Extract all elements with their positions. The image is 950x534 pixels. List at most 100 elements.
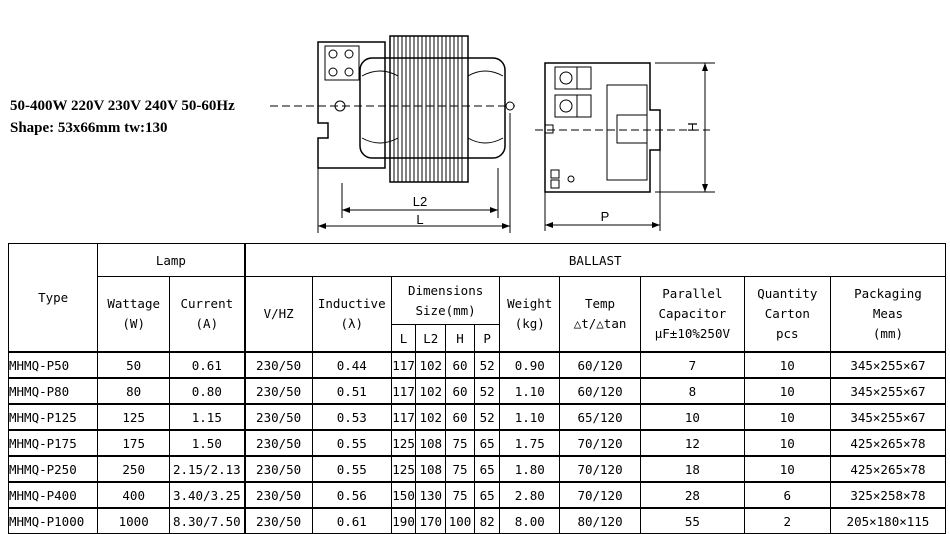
cell-type: MHMQ-P400 xyxy=(7,481,99,509)
cell-temp: 80/120 xyxy=(558,507,642,534)
cell-vhz: 230/50 xyxy=(243,429,313,457)
cell-temp: 60/120 xyxy=(558,377,642,405)
cell-packaging: 345×255×67 xyxy=(829,403,947,431)
cell-packaging: 425×265×78 xyxy=(829,429,947,457)
cell-l: 117 xyxy=(390,351,417,379)
cell-temp: 60/120 xyxy=(558,351,642,379)
cell-type: MHMQ-P80 xyxy=(7,377,99,405)
cell-h: 60 xyxy=(445,351,475,379)
cell-capacitor: 28 xyxy=(640,481,745,509)
cell-p: 82 xyxy=(473,507,501,534)
cell-wattage: 50 xyxy=(97,351,171,379)
cell-h: 75 xyxy=(445,429,475,457)
cell-vhz: 230/50 xyxy=(243,403,313,431)
dimension-p-label: P xyxy=(601,209,610,224)
cell-capacitor: 10 xyxy=(640,403,745,431)
cell-l: 117 xyxy=(390,377,417,405)
cell-l2: 102 xyxy=(415,351,447,379)
cell-l2: 102 xyxy=(415,377,447,405)
lamination-stack xyxy=(389,35,469,183)
cell-type: MHMQ-P50 xyxy=(7,351,99,379)
cell-l2: 108 xyxy=(415,455,447,483)
cell-temp: 70/120 xyxy=(558,481,642,509)
cell-l2: 170 xyxy=(415,507,447,534)
cell-h: 100 xyxy=(445,507,475,534)
cell-weight: 2.80 xyxy=(499,481,560,509)
cell-l2: 108 xyxy=(415,429,447,457)
cell-l2: 130 xyxy=(415,481,447,509)
cell-vhz: 230/50 xyxy=(243,507,313,534)
cell-l: 190 xyxy=(390,507,417,534)
cell-temp: 70/120 xyxy=(558,455,642,483)
header-row-columns: Wattage(W) Current(A) V/HZ Inductive(λ) … xyxy=(9,276,947,353)
cell-weight: 1.80 xyxy=(499,455,560,483)
dimension-h-label: H xyxy=(685,122,700,131)
cell-vhz: 230/50 xyxy=(243,351,313,379)
cell-h: 60 xyxy=(445,403,475,431)
cell-p: 65 xyxy=(473,429,501,457)
group-lamp-header: Lamp xyxy=(97,243,246,277)
cell-temp: 70/120 xyxy=(558,429,642,457)
col-vhz-header: V/HZ xyxy=(243,276,313,353)
cell-temp: 65/120 xyxy=(558,403,642,431)
ballast-spec-table: Type Lamp BALLAST Wattage(W) Current(A) … xyxy=(7,243,947,534)
cell-l2: 102 xyxy=(415,403,447,431)
col-dim-l2-header: L2 xyxy=(415,324,447,353)
cell-packaging: 205×180×115 xyxy=(829,507,947,534)
cell-p: 52 xyxy=(473,377,501,405)
cell-type: MHMQ-P250 xyxy=(7,455,99,483)
dimension-l-label: L xyxy=(416,212,423,227)
cell-quantity: 10 xyxy=(743,377,831,405)
cell-wattage: 400 xyxy=(97,481,171,509)
cell-packaging: 345×255×67 xyxy=(829,377,947,405)
cell-current: 0.61 xyxy=(169,351,246,379)
col-dim-p-header: P xyxy=(473,324,501,353)
cell-type: MHMQ-P175 xyxy=(7,429,99,457)
cell-capacitor: 7 xyxy=(640,351,745,379)
cell-weight: 1.10 xyxy=(499,403,560,431)
cell-inductive: 0.55 xyxy=(311,455,392,483)
cell-vhz: 230/50 xyxy=(243,481,313,509)
cell-wattage: 125 xyxy=(97,403,171,431)
cell-quantity: 2 xyxy=(743,507,831,534)
cell-l: 117 xyxy=(390,403,417,431)
cell-wattage: 80 xyxy=(97,377,171,405)
cell-packaging: 345×255×67 xyxy=(829,351,947,379)
cell-vhz: 230/50 xyxy=(243,377,313,405)
cell-quantity: 10 xyxy=(743,455,831,483)
col-type-header: Type xyxy=(7,243,99,353)
terminal-1 xyxy=(554,66,578,90)
spec-line-voltage: 50-400W 220V 230V 240V 50-60Hz xyxy=(10,98,235,114)
header-row-dimension-sub: L L2 H P xyxy=(9,324,946,353)
cell-type: MHMQ-P1000 xyxy=(7,507,99,534)
cell-h: 75 xyxy=(445,455,475,483)
col-weight-header: Weight(kg) xyxy=(499,276,560,353)
ballast-side-view-drawing: H P xyxy=(535,62,715,231)
cell-weight: 0.90 xyxy=(499,351,560,379)
col-dim-h-header: H xyxy=(445,324,475,353)
cell-capacitor: 18 xyxy=(640,455,745,483)
col-dim-l-header: L xyxy=(390,324,417,353)
cell-current: 1.50 xyxy=(169,429,246,457)
cell-h: 75 xyxy=(445,481,475,509)
spec-line-shape: Shape: 53x66mm tw:130 xyxy=(10,120,168,136)
cell-packaging: 425×265×78 xyxy=(829,455,947,483)
cell-p: 65 xyxy=(473,455,501,483)
cell-l: 125 xyxy=(390,429,417,457)
header-row-groups: Type Lamp BALLAST xyxy=(7,243,946,353)
cell-l: 125 xyxy=(390,455,417,483)
cell-inductive: 0.56 xyxy=(311,481,392,509)
cell-weight: 8.00 xyxy=(499,507,560,534)
cell-packaging: 325×258×78 xyxy=(829,481,947,509)
cell-inductive: 0.53 xyxy=(311,403,392,431)
